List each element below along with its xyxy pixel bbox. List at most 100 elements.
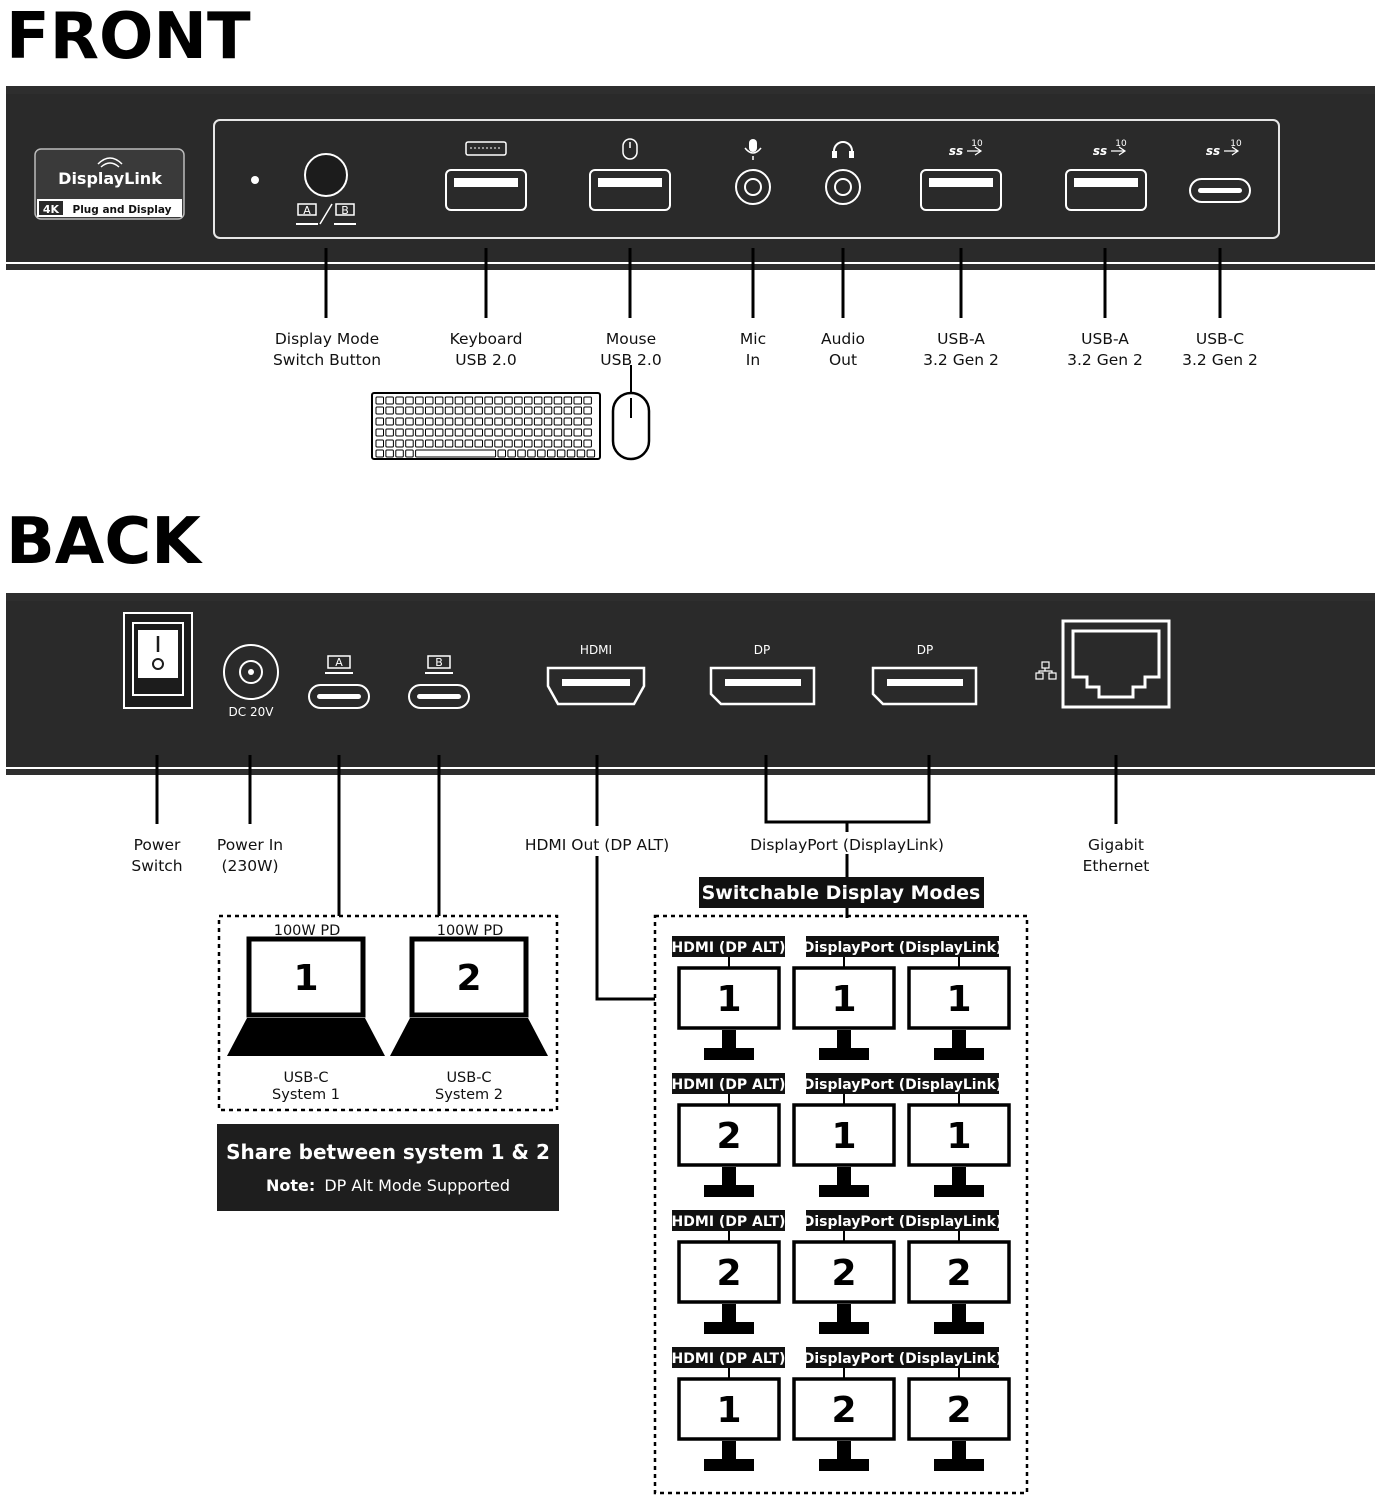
label-usbc-line2: 3.2 Gen 2 xyxy=(1182,351,1258,369)
monitor: 2 xyxy=(907,1368,1011,1471)
ethernet-port[interactable] xyxy=(1035,619,1171,709)
keyboard-key xyxy=(375,428,384,437)
mode-tag-dp-bg xyxy=(806,1210,999,1231)
network-icon xyxy=(1035,661,1057,680)
back-labels: Power Switch Power In (230W) HDMI Out (D… xyxy=(131,836,1149,875)
keyboard-key xyxy=(573,396,582,405)
monitor-number: 2 xyxy=(831,1253,856,1294)
keyboard-key xyxy=(405,428,414,437)
keyboard-key xyxy=(517,449,526,458)
keyboard-key xyxy=(514,439,523,448)
keyboard-key xyxy=(583,396,592,405)
modes-box xyxy=(653,914,1029,1495)
label-power-in-line2: (230W) xyxy=(221,857,278,875)
mouse-usb-port[interactable] xyxy=(589,138,671,211)
label-ethernet-line1: Gigabit xyxy=(1088,836,1144,854)
keyboard-illustration xyxy=(371,392,601,460)
speed-mark: 10 xyxy=(1115,139,1127,149)
front-callout-lines xyxy=(324,248,1222,318)
label-power-in-line1: Power In xyxy=(217,836,283,854)
keyboard-key xyxy=(425,396,434,405)
keyboard-key xyxy=(444,439,454,448)
keyboard-usb-port[interactable] xyxy=(445,141,527,211)
keyboard-key xyxy=(524,396,533,405)
monitor: 2 xyxy=(677,1094,781,1197)
displayport-2[interactable]: DP xyxy=(871,643,978,706)
keyboard-key xyxy=(434,406,444,415)
keyboard-key xyxy=(434,439,444,448)
keyboard-key xyxy=(524,428,533,437)
keyboard-key xyxy=(395,439,404,448)
keyboard-key xyxy=(543,417,553,426)
keyboard-key xyxy=(573,439,582,448)
label-switch-line2: Switch Button xyxy=(273,351,381,369)
usb-c-port-system-a[interactable]: A xyxy=(308,655,370,709)
keyboard-key xyxy=(543,396,553,405)
mode-tag-dp: DisplayPort (DisplayLink) xyxy=(803,940,1003,956)
mode-tag-dp: DisplayPort (DisplayLink) xyxy=(803,1214,1003,1230)
label-displayport: DisplayPort (DisplayLink) xyxy=(750,836,944,854)
monitor-number: 1 xyxy=(831,979,856,1020)
computer-a-icon xyxy=(327,655,351,669)
keyboard-key xyxy=(524,406,533,415)
keyboard-key xyxy=(547,449,556,458)
usb-a-port-1[interactable]: ss 10 xyxy=(920,139,1002,211)
keyboard-key xyxy=(553,406,563,415)
system-2-number: 2 xyxy=(456,958,481,999)
systems-box xyxy=(217,914,559,1112)
keyboard-key xyxy=(504,406,513,415)
keyboard-key xyxy=(583,439,592,448)
hdmi-port[interactable]: HDMI xyxy=(546,643,646,706)
usb-a-port-2[interactable]: ss 10 xyxy=(1065,139,1147,211)
superspeed-icon: ss xyxy=(1206,144,1220,158)
keyboard-key xyxy=(586,449,596,458)
mode-tag-dp-bg xyxy=(806,1073,999,1094)
keyboard-key xyxy=(484,439,493,448)
displaylink-logo: DisplayLink 4K Plug and Display xyxy=(34,148,185,220)
keyboard-key xyxy=(444,396,454,405)
monitor: 2 xyxy=(792,1368,896,1471)
display-mode-switch-button[interactable]: A B xyxy=(296,153,356,225)
power-switch[interactable] xyxy=(123,612,193,709)
mode-tag-hdmi-bg xyxy=(672,936,785,957)
logo-brand: DisplayLink xyxy=(58,169,162,188)
monitor: 2 xyxy=(792,1231,896,1334)
dc-power-in-jack[interactable]: DC 20V xyxy=(223,644,279,719)
laptop-system-1: 100W PD 1 USB-C System 1 xyxy=(227,923,385,1103)
monitor-number: 1 xyxy=(946,979,971,1020)
usb-c-port-front[interactable]: ss 10 xyxy=(1189,139,1251,203)
keyboard-key xyxy=(533,406,543,415)
monitor-number: 1 xyxy=(716,979,741,1020)
keyboard-key xyxy=(514,428,523,437)
keyboard-key xyxy=(537,449,546,458)
mic-in-jack[interactable] xyxy=(735,139,771,205)
keyboard-key xyxy=(464,417,474,426)
audio-out-jack[interactable] xyxy=(825,141,861,205)
label-usba2-line1: USB-A xyxy=(1081,330,1129,348)
keyboard-key xyxy=(504,439,513,448)
system-2-line2: System 2 xyxy=(435,1087,503,1103)
mode-tag-dp-bg xyxy=(806,1347,999,1368)
keyboard-key xyxy=(497,449,506,458)
keyboard-key xyxy=(444,417,454,426)
displayport-1[interactable]: DP xyxy=(709,643,816,706)
keyboard-key xyxy=(405,439,414,448)
monitor: 1 xyxy=(792,1094,896,1197)
superspeed-icon: ss xyxy=(949,144,963,158)
label-mic-line1: Mic xyxy=(740,330,766,348)
usb-c-port-system-b[interactable]: B xyxy=(408,655,470,709)
monitor-number: 1 xyxy=(946,1116,971,1157)
share-note-text: DP Alt Mode Supported xyxy=(324,1176,510,1195)
back-heading: BACK xyxy=(6,505,203,579)
keyboard-key xyxy=(375,406,384,415)
monitor-number: 2 xyxy=(946,1390,971,1431)
keyboard-key xyxy=(553,396,563,405)
keyboard-key xyxy=(405,406,414,415)
label-power-switch-line2: Switch xyxy=(131,857,182,875)
label-audio-line1: Audio xyxy=(821,330,865,348)
